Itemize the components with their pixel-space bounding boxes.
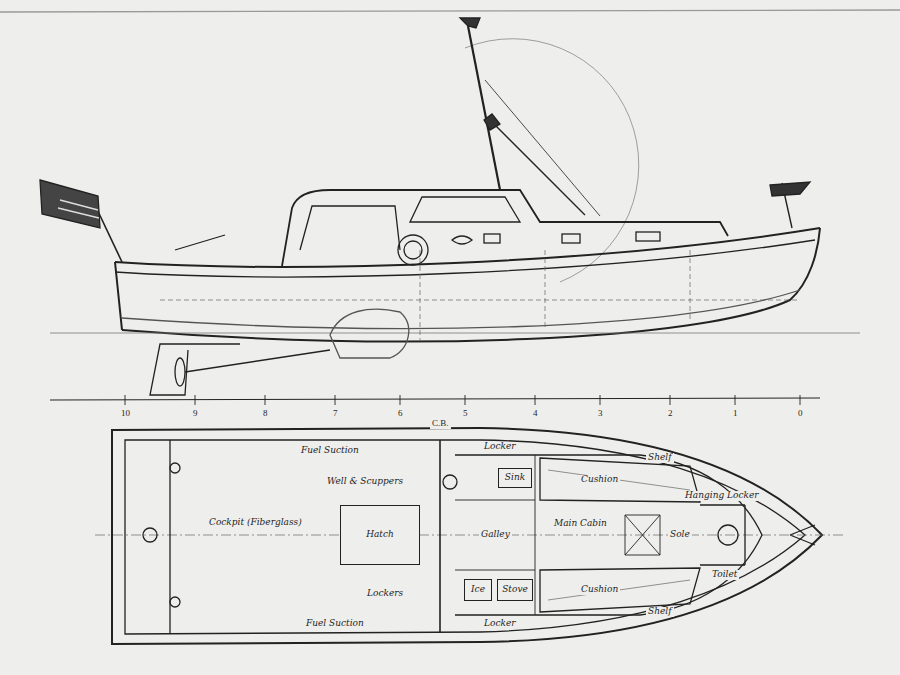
- ensign: [40, 180, 100, 228]
- swing-arc: [465, 39, 639, 282]
- station-number: 6: [396, 409, 405, 419]
- berth: [540, 458, 700, 502]
- part-label: Galley: [479, 530, 512, 540]
- toilet-bowl: [718, 525, 738, 545]
- station-number: 5: [461, 409, 470, 419]
- part-label: Well & Scuppers: [325, 477, 405, 487]
- part-label: Locker: [482, 619, 518, 629]
- bow-fitting: [790, 525, 815, 545]
- centerline: [95, 535, 845, 536]
- part-label: Cockpit (Fiberglass): [207, 518, 304, 528]
- fore-hatch: [625, 515, 660, 555]
- port: [562, 234, 580, 243]
- bow-flag: [770, 182, 810, 196]
- windshield: [410, 197, 520, 222]
- port: [484, 234, 500, 243]
- waterline: [50, 333, 860, 334]
- sheer-line: [115, 228, 820, 267]
- part-label: Cushion: [579, 585, 620, 595]
- deck-inner: [125, 440, 805, 634]
- part-label: Toilet: [710, 570, 739, 580]
- station-number: 7: [331, 409, 340, 419]
- part-label: Cushion: [579, 475, 620, 485]
- bulkhead: [439, 440, 441, 632]
- fixture-box: Stove: [497, 579, 533, 601]
- deck-outline: [112, 428, 822, 644]
- station-number: 1: [731, 409, 740, 419]
- part-label: Locker: [482, 442, 518, 452]
- stay: [490, 120, 585, 215]
- cleat: [170, 463, 180, 473]
- mast: [468, 26, 500, 190]
- sheet-edge: [0, 10, 900, 12]
- station-number: 8: [261, 409, 270, 419]
- skeg-rudder: [150, 344, 240, 395]
- part-label: Lockers: [365, 589, 405, 599]
- fixture-box: Sink: [498, 468, 532, 488]
- stay: [485, 80, 600, 216]
- fixture-label: Hatch: [366, 530, 394, 540]
- station-number: 2: [666, 409, 675, 419]
- rubrail: [115, 240, 815, 277]
- fixture-box: Ice: [464, 579, 492, 601]
- station-number: 9: [191, 409, 200, 419]
- mast-flag: [460, 18, 480, 28]
- station-scale: [50, 398, 820, 400]
- propeller: [175, 358, 185, 386]
- filler: [443, 475, 457, 489]
- part-label: Fuel Suction: [299, 446, 361, 456]
- shaft: [185, 350, 330, 372]
- side-window: [300, 206, 400, 250]
- part-label: Sole: [668, 530, 692, 540]
- cabin-trunk: [455, 455, 762, 615]
- engine: [330, 309, 409, 358]
- station-number: 3: [596, 409, 605, 419]
- cleat: [170, 597, 180, 607]
- part-label: Shelf: [646, 607, 674, 617]
- cabin-house: [282, 190, 728, 266]
- drain: [143, 528, 157, 542]
- life-ring: [398, 235, 428, 265]
- part-label: Fuel Suction: [304, 619, 366, 629]
- station-ticks: [125, 395, 800, 405]
- transom: [115, 262, 122, 330]
- fixture-label: Sink: [505, 473, 525, 483]
- station-number: 0: [796, 409, 805, 419]
- forepeak: [700, 505, 745, 565]
- fixture-label: Ice: [471, 585, 485, 595]
- part-label: Hanging Locker: [683, 491, 761, 501]
- galley-counters: [455, 455, 535, 615]
- fixture-label: Stove: [502, 585, 528, 595]
- life-ring: [404, 241, 422, 259]
- plan-view: [95, 428, 845, 644]
- vent: [452, 236, 472, 244]
- profile-view: [0, 10, 900, 405]
- mast-flag: [484, 114, 500, 130]
- berth: [540, 568, 700, 612]
- part-label: Shelf: [646, 453, 674, 463]
- ensign-stripes: [58, 200, 99, 218]
- station-number: 4: [531, 409, 540, 419]
- cleat-stanchion: [175, 235, 225, 250]
- hidden-lines: [160, 250, 800, 340]
- station-number: C.B.: [430, 419, 451, 429]
- port: [636, 232, 660, 241]
- station-number: 10: [119, 409, 132, 419]
- fixture-box: Hatch: [340, 505, 420, 565]
- part-label: Main Cabin: [552, 519, 609, 529]
- hull-bottom: [122, 228, 820, 341]
- boot-stripe: [122, 290, 800, 329]
